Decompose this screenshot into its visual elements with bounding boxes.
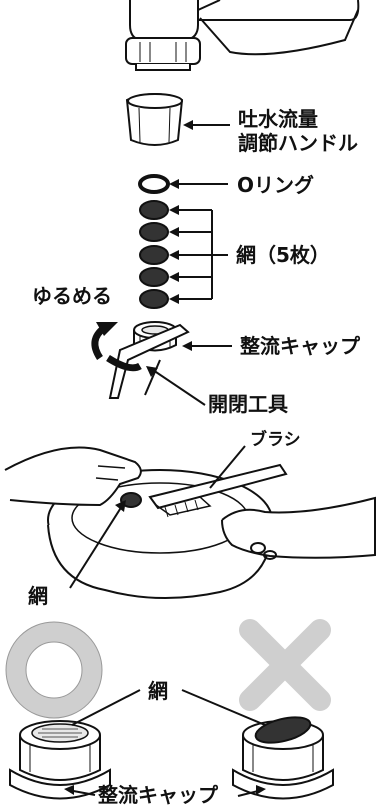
- left-hand: [4, 446, 142, 507]
- leader-mesh-right: [181, 689, 266, 726]
- mesh-mid-label: 網: [28, 584, 48, 608]
- faucet-spout: [125, 0, 360, 71]
- straightener-cap-incorrect: [232, 716, 334, 800]
- mesh-stack: [139, 200, 169, 309]
- leader-mesh-left: [71, 689, 141, 726]
- mesh-held: [120, 492, 142, 508]
- flow-adjust-handle: [125, 93, 184, 146]
- leader-tool: [149, 367, 206, 406]
- straightener-cap-correct: [9, 720, 111, 800]
- right-hand: [221, 496, 376, 560]
- mesh-leaders: [169, 205, 228, 304]
- opening-tool-label: 開閉工具: [208, 392, 288, 416]
- leader-mesh-mid: [69, 505, 123, 589]
- flow-handle-label-line1: 吐水流量: [238, 107, 318, 131]
- brush: [148, 463, 288, 518]
- circle-correct-icon: [5, 621, 103, 719]
- straightener-cap-top-label: 整流キャップ: [240, 334, 360, 358]
- loosen-arrow: [91, 322, 142, 372]
- o-ring: [138, 174, 170, 194]
- mesh-5-label: 網（5枚）: [236, 243, 330, 267]
- loosen-label: ゆるめる: [32, 284, 112, 308]
- leader-brush: [209, 445, 246, 489]
- brush-label: ブラシ: [250, 430, 301, 450]
- cross-incorrect-icon: [239, 619, 331, 711]
- o-ring-label: Oリング: [237, 173, 315, 197]
- mesh-bottom-label: 網: [148, 679, 168, 703]
- straightener-cap-bottom-label: 整流キャップ: [98, 783, 218, 807]
- opening-tool: [108, 323, 190, 399]
- flow-handle-label-line2: 調節ハンドル: [238, 131, 358, 155]
